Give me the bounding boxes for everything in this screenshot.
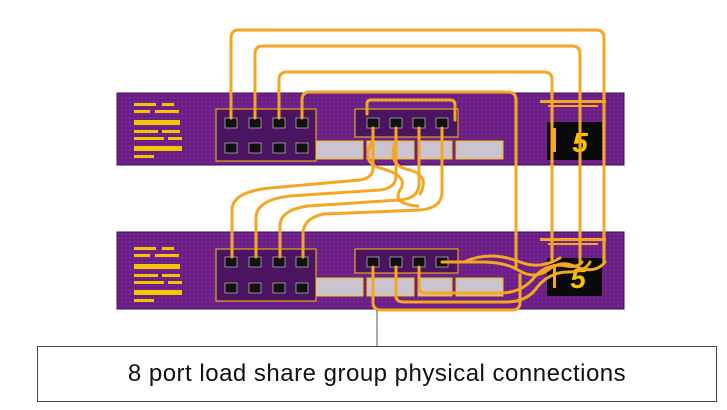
cable <box>394 260 592 304</box>
cable <box>230 126 375 259</box>
summit-badge <box>547 122 602 160</box>
cable <box>229 28 606 264</box>
module-slots <box>315 140 504 160</box>
left-label-block <box>134 103 182 158</box>
badge-stripe <box>553 128 556 152</box>
port-row <box>224 256 309 294</box>
cable <box>391 138 425 196</box>
cable <box>253 44 582 264</box>
cable <box>277 70 554 264</box>
badge-stripe <box>553 264 556 288</box>
caption-box: 8 port load share group physical connect… <box>37 346 717 402</box>
cable <box>366 138 420 208</box>
brand-mark <box>540 238 606 245</box>
cable <box>462 254 562 267</box>
cable <box>365 98 457 122</box>
cable <box>300 90 518 270</box>
cables <box>229 28 607 312</box>
cable <box>301 126 444 259</box>
cable <box>278 126 421 259</box>
caption-text: 8 port load share group physical connect… <box>127 360 627 387</box>
left-label-block <box>134 247 182 302</box>
cable <box>440 260 607 277</box>
top-switch: 5 <box>116 92 625 166</box>
brand-mark <box>540 100 606 107</box>
cable <box>371 265 522 312</box>
cable <box>254 126 398 259</box>
